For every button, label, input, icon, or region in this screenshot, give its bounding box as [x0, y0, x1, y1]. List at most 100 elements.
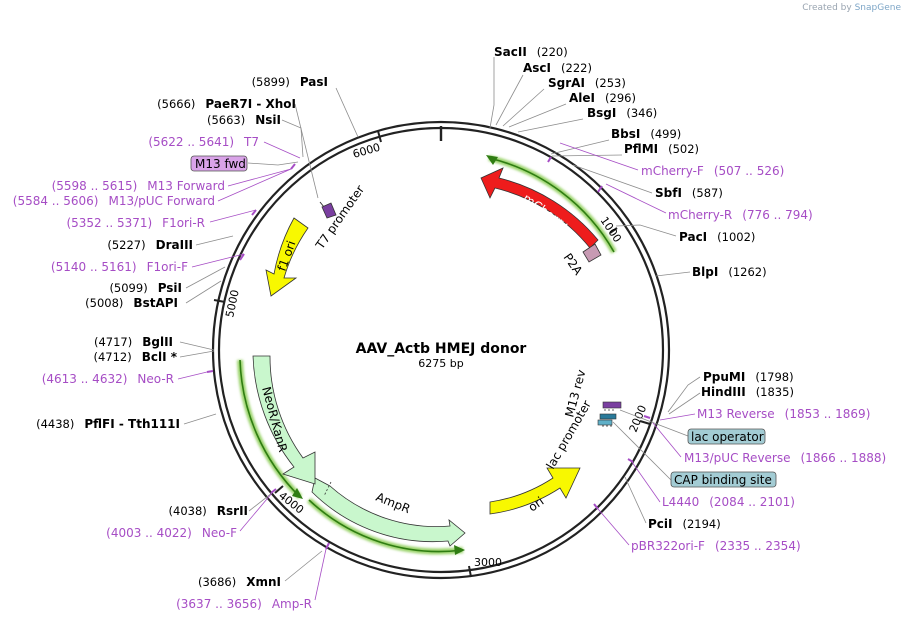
m13-rev-mark [602, 401, 622, 409]
primer-label: mCherry-F(507 .. 526) [641, 164, 784, 178]
leader-line [209, 209, 257, 223]
neor-feature-arrow [252, 355, 316, 485]
m13-fwd-box-label: M13 fwd [195, 157, 246, 171]
leader-line [631, 461, 661, 503]
site-label: (5899)PasI [252, 75, 328, 89]
leader-line [179, 350, 215, 358]
site-label: BlpI(1262) [692, 265, 767, 279]
leader-line [668, 392, 701, 415]
leader-line [191, 253, 245, 268]
ruler-tick [609, 227, 618, 234]
primer-label: (3637 .. 3656)Amp-R [176, 597, 312, 611]
p2a-label: P2A [561, 251, 586, 279]
leader-line [659, 413, 696, 421]
primer-mark [290, 163, 296, 170]
boxed-labels: M13 fwd lac operator CAP binding site [190, 155, 777, 488]
primer-label: (5140 .. 5161)F1ori-F [51, 260, 188, 274]
ruler-label: 6000 [351, 141, 381, 161]
ruler-tick [468, 565, 472, 578]
primer-label: (5622 .. 5641)T7 [148, 135, 259, 149]
site-label: HindIII(1835) [701, 385, 794, 399]
leader-line [508, 103, 567, 128]
credit-prefix: Created by [802, 3, 852, 13]
site-label: PacI(1002) [679, 230, 755, 244]
primer-label: (5352 .. 5371)F1ori-R [66, 216, 205, 230]
leader-line [624, 476, 647, 524]
leader-line [597, 508, 630, 546]
leader-line [551, 154, 623, 157]
leader-line [185, 280, 222, 304]
ampr-label: AmpR [374, 490, 412, 516]
ampr-dashed-connector [323, 481, 332, 497]
p2a-feature-arrow [582, 243, 602, 263]
leader-line [248, 492, 273, 512]
site-label: PflMI(502) [624, 142, 699, 156]
primer-mark [547, 156, 552, 163]
site-label: (3686)XmnI [198, 575, 281, 589]
primer-marks [206, 156, 651, 550]
site-label: (4038)RsrII [169, 504, 248, 518]
plasmid-size: 6275 bp [418, 357, 463, 370]
leader-line [294, 103, 319, 199]
leader-line [605, 183, 667, 214]
leader-line [195, 235, 234, 246]
t7-promoter-mark [321, 202, 337, 219]
leader-line [612, 421, 672, 481]
site-label: (4712)BclI * [93, 350, 177, 364]
lac-operator-box-label: lac operator [691, 430, 764, 444]
leader-line [177, 371, 208, 380]
leader-line [652, 422, 682, 458]
ruler-tick [274, 485, 284, 494]
site-label: SgrAI(253) [548, 76, 626, 90]
leader-line [227, 168, 292, 187]
primer-label: (5584 .. 5606)M13/pUC Forward [13, 194, 215, 208]
leader-line [263, 141, 301, 159]
leader-line [495, 74, 524, 126]
site-label: (4438)PflFI - Tth111I [36, 417, 180, 431]
site-labels: SacII(220) AscI(222) SgrAI(253) AleI(296… [36, 45, 794, 589]
snapgene-credit: Created by SnapGene [802, 3, 901, 13]
lac-operator-mark [599, 413, 617, 420]
primer-mark [325, 542, 330, 550]
ruler-label: 3000 [474, 556, 502, 569]
cap-site-mark [597, 419, 613, 426]
ruler-tick [213, 299, 226, 303]
site-label: (5099)PsiI [109, 281, 182, 295]
primer-mark [270, 488, 277, 494]
f1-ori-feature-arrow [265, 217, 309, 297]
primer-labels: mCherry-F(507 .. 526) mCherry-R(776 .. 7… [13, 135, 886, 611]
plasmid-name: AAV_Actb HMEJ donor [356, 341, 527, 357]
primer-label: M13/pUC Reverse(1866 .. 1888) [684, 451, 886, 465]
leader-line [314, 548, 327, 601]
t7-promoter-label: T7 promoter [312, 183, 367, 253]
leader-line [550, 139, 610, 155]
leader-line [667, 376, 701, 413]
ori-feature-arrow [489, 467, 581, 515]
credit-brand: SnapGene [854, 3, 901, 13]
leader-line [502, 88, 545, 127]
leader-line [179, 341, 215, 351]
primer-label: (4613 .. 4632)Neo-R [42, 372, 174, 386]
leader-line [247, 161, 299, 166]
neor-guide-line [239, 359, 301, 498]
primer-mark [593, 503, 599, 510]
cap-binding-box [670, 471, 777, 488]
ruler-label: 2000 [627, 403, 650, 434]
mcherry-guide-line [488, 157, 615, 253]
primer-label: L4440(2084 .. 2101) [662, 495, 795, 509]
lac-dashes [602, 409, 616, 427]
leader-line [239, 492, 273, 532]
primer-label: (5598 .. 5615)M13 Forward [52, 179, 225, 193]
primer-label: mCherry-R(776 .. 794) [668, 208, 813, 222]
site-label: AleI(296) [569, 91, 636, 105]
site-label: (5666)PaeR7I - XhoI [157, 97, 296, 111]
f1-ori-label: f1 ori [275, 239, 299, 273]
leader-line [217, 168, 292, 202]
ampr-guide-line [308, 499, 464, 553]
leader-line [615, 224, 677, 237]
lac-operator-box [687, 428, 766, 445]
leaders [177, 57, 701, 601]
leader-line [185, 266, 226, 289]
leader-line [619, 409, 689, 437]
